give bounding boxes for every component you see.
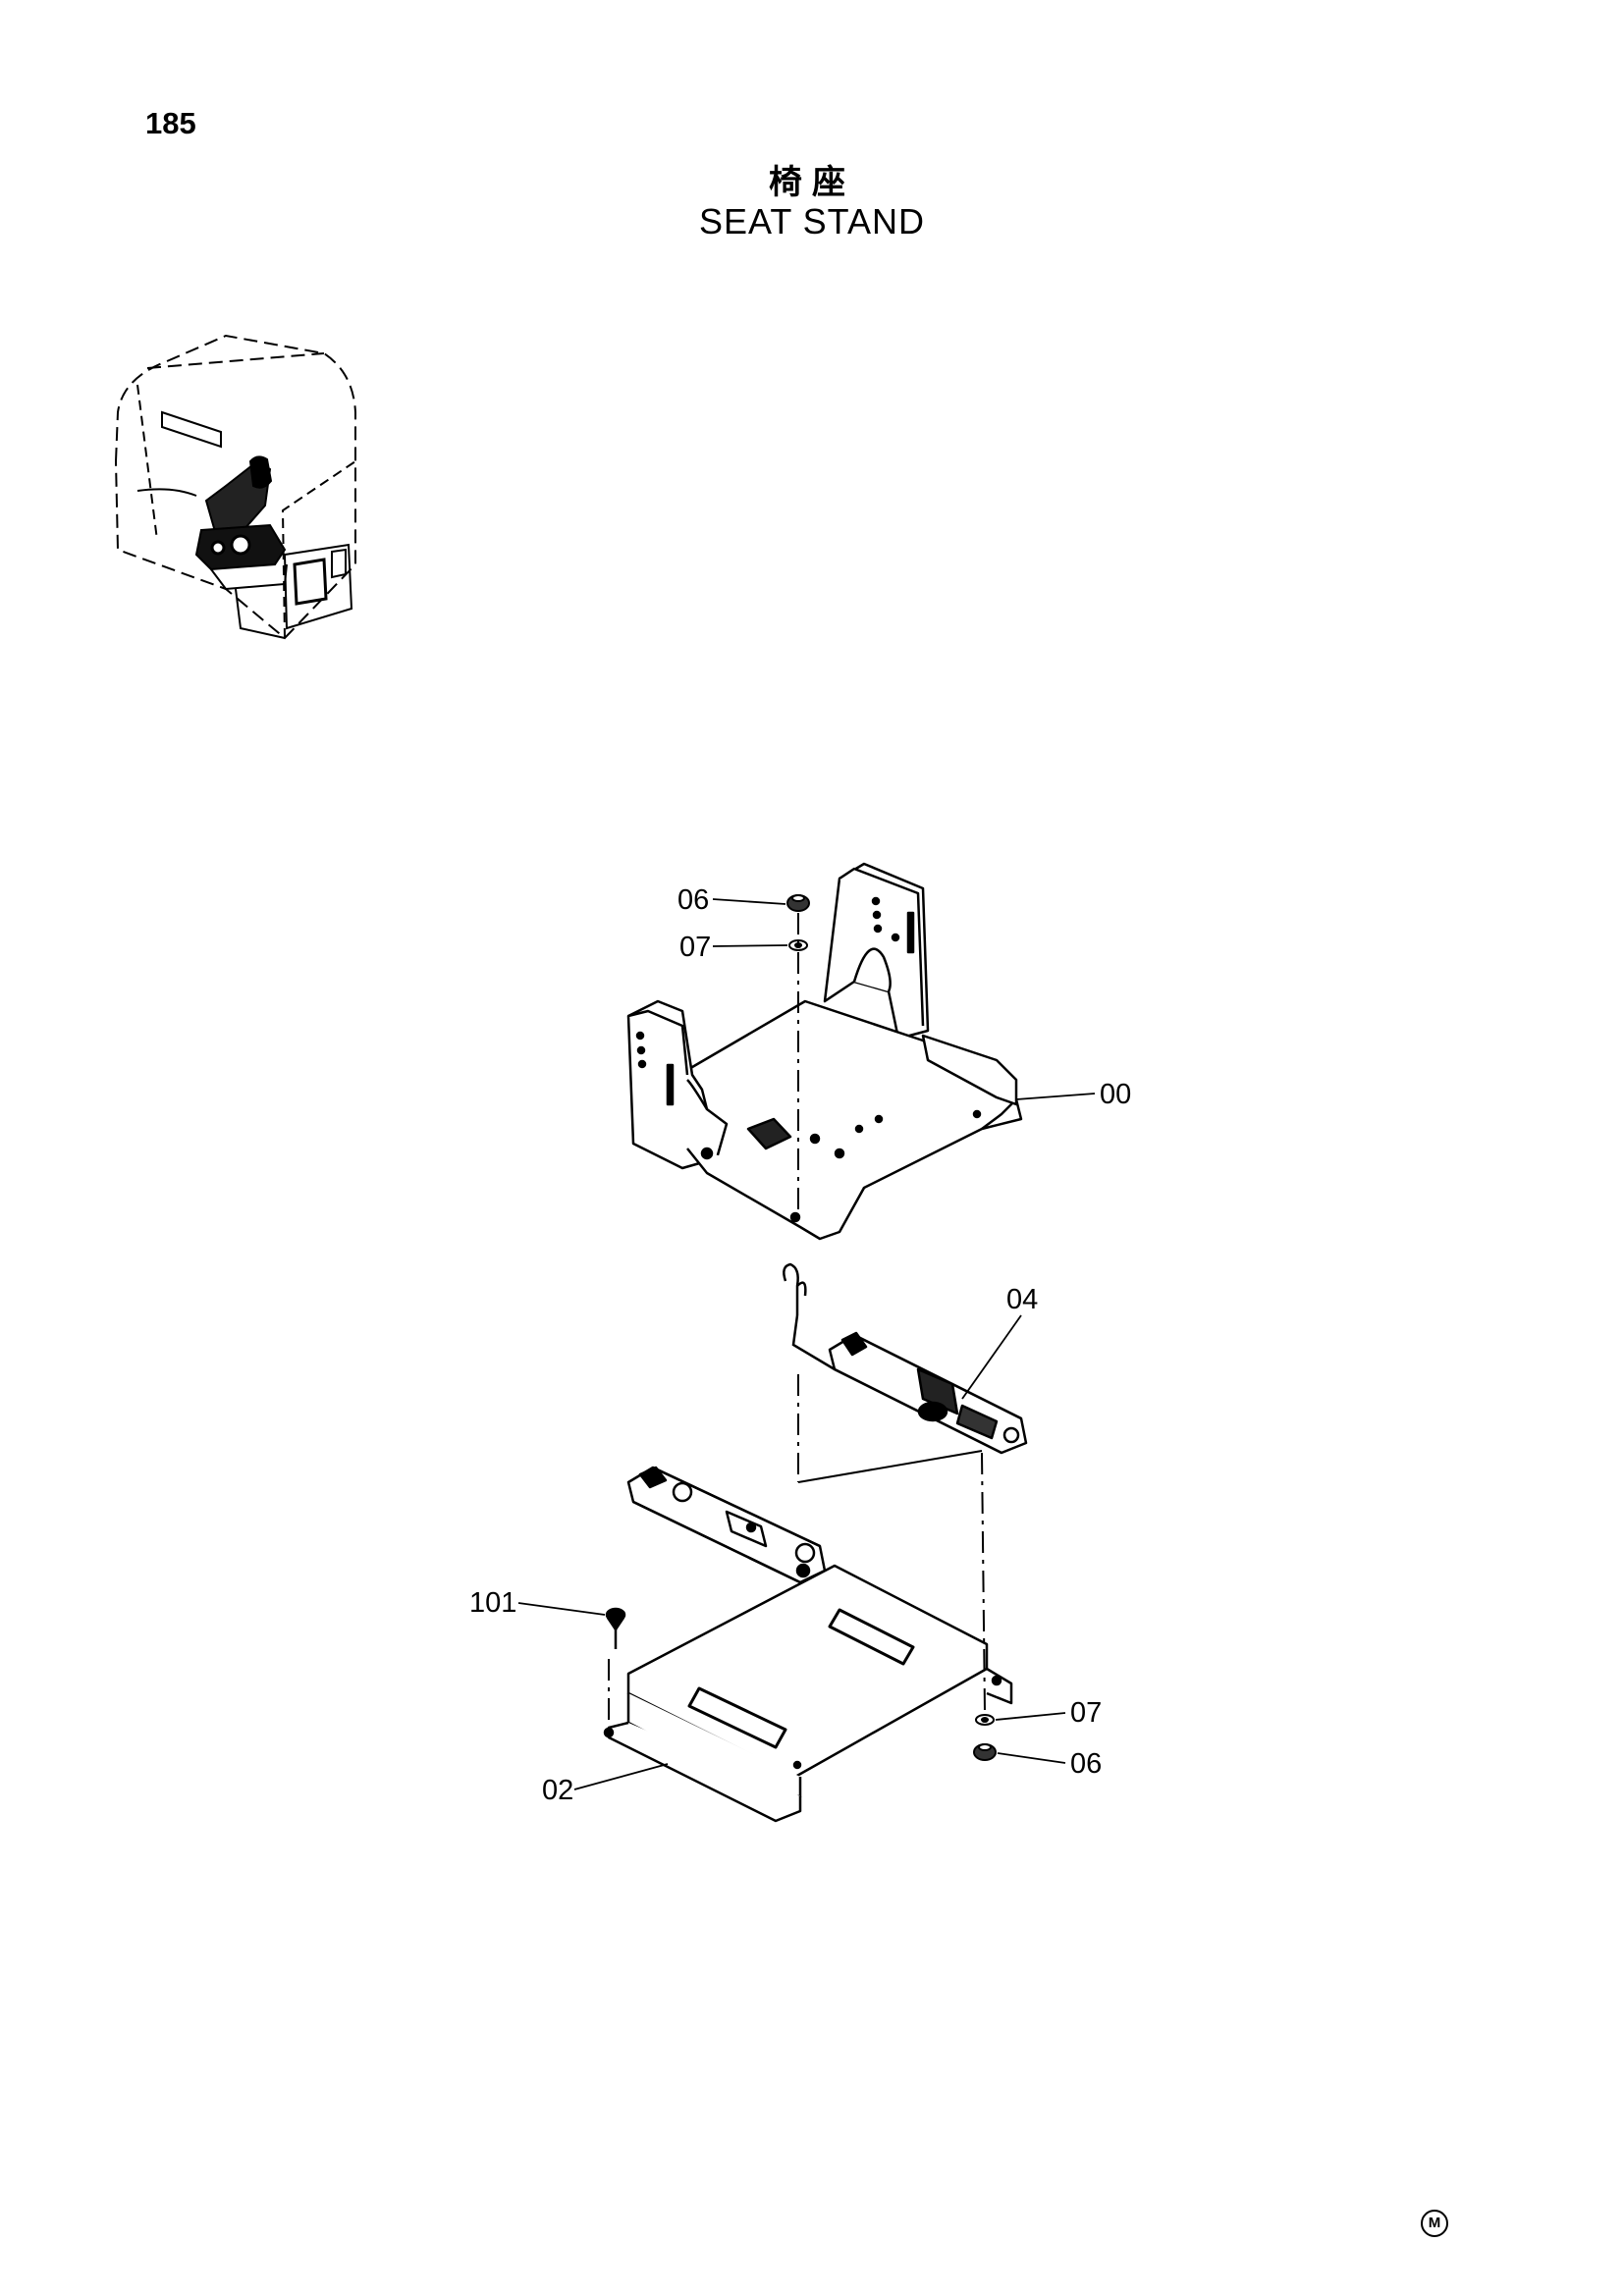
title-japanese: 椅座 [769, 163, 855, 202]
page-number: 185 [145, 106, 196, 140]
callout-101: 101 [469, 1587, 516, 1619]
seat-stand-frame [626, 862, 1023, 1241]
upper-nut-washer [786, 894, 810, 951]
callout-07-top: 07 [679, 932, 711, 963]
cab-locator-thumbnail [114, 334, 356, 640]
base-plate [603, 1564, 1013, 1823]
callout-06-bottom: 06 [1070, 1748, 1102, 1780]
leader-lines [517, 898, 1096, 1790]
slide-lever-handle [783, 1262, 836, 1371]
alignment-lines [608, 913, 986, 1728]
callout-00: 00 [1100, 1079, 1131, 1110]
rail-link-line [797, 1450, 983, 1483]
lower-nut-washer [973, 1714, 997, 1761]
slide-rail-left [626, 1466, 827, 1584]
title-english: SEAT STAND [698, 201, 926, 241]
callout-04: 04 [1006, 1284, 1038, 1315]
bolt-101 [605, 1607, 626, 1649]
callout-02: 02 [542, 1775, 573, 1806]
callout-06-top: 06 [677, 884, 709, 916]
m-mark-symbol: M [1421, 2210, 1448, 2237]
callout-07-bottom: 07 [1070, 1697, 1102, 1729]
